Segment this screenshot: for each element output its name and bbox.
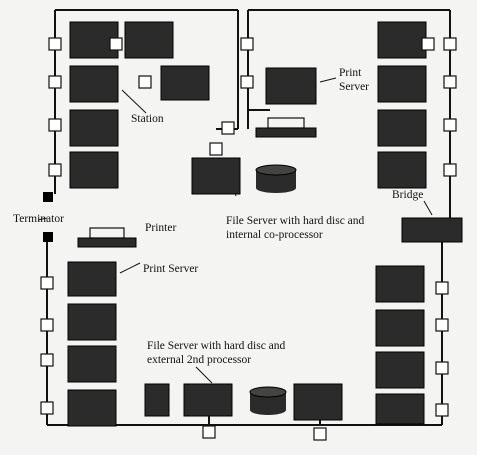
disc-top [249,386,287,398]
label-leader-line [119,262,141,274]
file-server-top-label-line1: File Server with hard disc and [226,215,365,227]
station-monitor [377,151,427,189]
station-monitor [377,21,427,59]
printer-paper [267,117,305,129]
cable-connector [435,281,449,295]
cable-connector [443,37,457,51]
disc-top [255,164,297,176]
cable-connector [209,142,223,156]
print-server-top-label-line2: Server [339,81,370,93]
cable-connector [221,121,235,135]
bridge-label: Bridge [392,189,424,201]
cable-connector [48,163,62,177]
label-leader-line [319,77,337,83]
cable-connector [202,425,216,439]
network-devices [43,21,463,427]
printer-body [255,127,317,138]
label-leader-line [121,89,147,114]
cable-connector [435,361,449,375]
bridge-unit [401,217,463,243]
station-monitor [67,303,117,341]
cable-connector [48,118,62,132]
label-leader-line [37,217,48,221]
station-monitor [293,383,343,421]
station-monitor [377,109,427,147]
cable-connector [443,163,457,177]
cable-connector [48,37,62,51]
cable-connectors [40,37,457,441]
cable-connector [40,318,54,332]
cable-connector [435,318,449,332]
station-label: Station [131,113,164,125]
printer-icon [77,227,137,248]
file-server-top-label-line2: internal co-processor [226,229,323,241]
file-server-bottom-label-line2: external 2nd processor [147,354,252,366]
station-monitor [69,65,119,103]
station-monitor [375,393,425,425]
hard-disc-icon [255,164,297,193]
file-server-unit [183,383,233,417]
cable-connector [240,37,254,51]
cable-connector [109,37,123,51]
hard-disc-icon [249,386,287,415]
terminator-label: Terminator [13,213,64,225]
printer-icon [255,117,317,138]
cable-connector [240,75,254,89]
cable-connector [435,403,449,417]
terminator-top [43,192,53,202]
printer-paper [89,227,125,239]
cable-connector [313,427,327,441]
cable-connector [443,75,457,89]
print-server-unit [265,67,317,105]
printer-label: Printer [145,222,177,234]
station-monitor [375,265,425,303]
cable-connector [443,118,457,132]
cable-connector [40,353,54,367]
label-leader-line [423,200,433,216]
label-leader-line [195,366,213,384]
print-server-unit [67,261,117,297]
station-monitor [375,309,425,347]
station-monitor [67,345,117,383]
file-server-unit [191,157,241,195]
station-monitor [377,65,427,103]
print-server-top-label-line1: Print [339,67,362,79]
printer-body [77,237,137,248]
print-server-bottom-label: Print Server [143,263,199,275]
station-monitor [69,151,119,189]
station-monitor [375,351,425,389]
station-monitor [69,109,119,147]
cable-connector [48,75,62,89]
terminator-bottom [43,232,53,242]
cable-connector [138,75,152,89]
cable-connector [40,401,54,415]
station-monitor [124,21,174,59]
cable-connector [40,276,54,290]
cable-connector [421,37,435,51]
station-monitor [160,65,210,101]
disc-bottom [250,405,286,415]
file-server-bottom-label-line1: File Server with hard disc and [147,340,286,352]
second-processor-unit [144,383,170,417]
station-monitor [67,389,117,427]
disc-bottom [256,183,296,193]
